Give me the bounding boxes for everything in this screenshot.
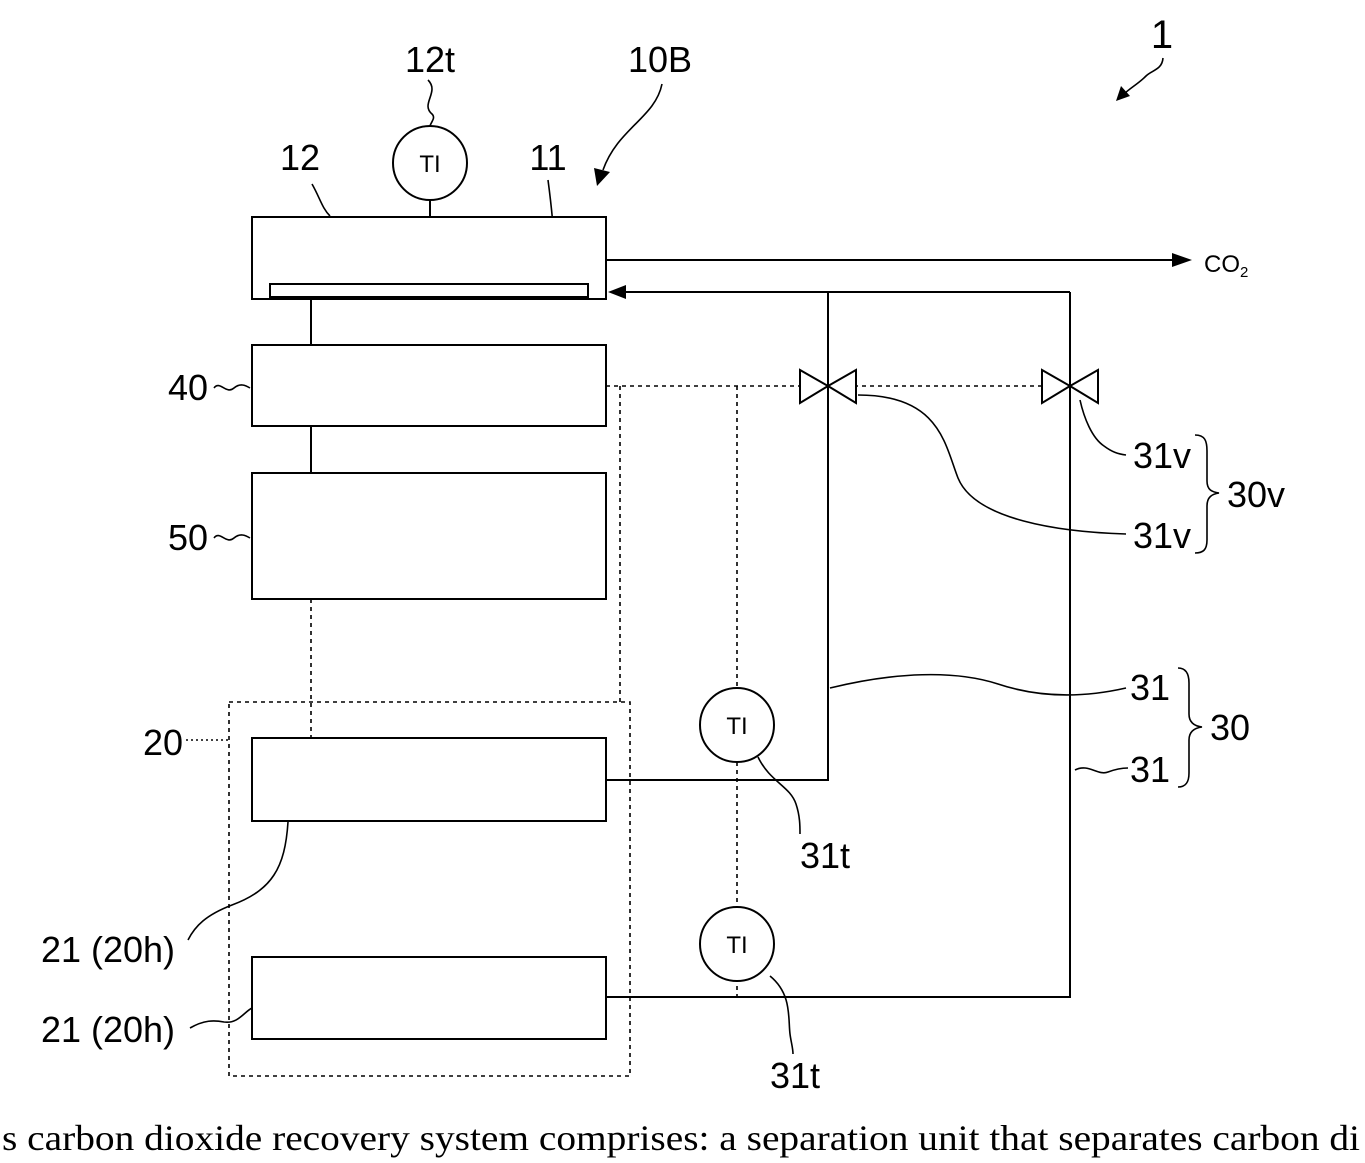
- heater-21-lower-label: 21 (20h): [41, 1009, 175, 1050]
- co2-gas: CO: [1204, 251, 1240, 278]
- unit-40-label: 40: [168, 367, 208, 408]
- sensor-31t-upper-leader: [758, 757, 800, 834]
- unit-40-box: [252, 345, 606, 426]
- figure-arrowhead: [1116, 86, 1130, 101]
- pipe-31-upper-leader: [830, 675, 1126, 695]
- figure-label: 1: [1151, 13, 1173, 57]
- unit-50-leader: [214, 535, 250, 540]
- sensor-31t-lower-label: 31t: [770, 1055, 820, 1096]
- sensor-31t-lower-leader: [770, 976, 793, 1054]
- heater-21-upper-leader: [188, 822, 288, 940]
- sensor-31t-upper-label: 31t: [800, 835, 850, 876]
- sensor-12t-symbol: TI: [419, 151, 440, 178]
- co2-label: CO2: [1204, 251, 1248, 281]
- unit-10b-label: 10B: [628, 39, 692, 80]
- pipe-group-brace: [1178, 668, 1202, 787]
- sensor-31t-upper-symbol: TI: [726, 713, 747, 740]
- valve-group-label: 30v: [1227, 474, 1285, 515]
- figure-leader: [1124, 58, 1163, 94]
- sensor-12t-leader: [428, 80, 434, 126]
- unit-10b-leader: [603, 84, 662, 170]
- caption-text: s carbon dioxide recovery system compris…: [2, 1118, 1360, 1158]
- pipe-31-lower-label: 31: [1130, 749, 1170, 790]
- chamber-12-label: 12: [280, 137, 320, 178]
- sensor-31t-lower-symbol: TI: [726, 932, 747, 959]
- valve-31v-left-b: [828, 370, 856, 403]
- valve-31v-lower-label: 31v: [1133, 515, 1191, 556]
- chamber-12-leader: [312, 184, 330, 216]
- unit-50-box: [252, 473, 606, 599]
- unit-10b-arrowhead: [594, 168, 610, 186]
- valve-31v-right-a: [1042, 370, 1070, 403]
- co2-outlet-arrowhead: [1172, 253, 1192, 267]
- valve-31v-upper-label: 31v: [1133, 435, 1191, 476]
- heater-21-lower-leader: [190, 1008, 252, 1028]
- heater-21-upper-box: [252, 738, 606, 821]
- valve-31v-left-a: [800, 370, 828, 403]
- heater-21-lower-box: [252, 957, 606, 1039]
- valve-group-brace: [1195, 435, 1219, 553]
- co2-subscript: 2: [1240, 264, 1248, 281]
- valve-31v-upper-leader: [1080, 400, 1126, 455]
- pipe-group-label: 30: [1210, 707, 1250, 748]
- valve-31v-right-b: [1070, 370, 1098, 403]
- return-arrowhead: [608, 285, 626, 299]
- pipe-31-upper-label: 31: [1130, 667, 1170, 708]
- pipe-31-lower-leader: [1075, 768, 1128, 773]
- valve-31v-lower-leader: [858, 395, 1126, 534]
- pipe-31-lower: [606, 292, 1070, 997]
- sensor-12t-label: 12t: [405, 39, 455, 80]
- unit-40-leader: [214, 385, 250, 390]
- heater-21-upper-label: 21 (20h): [41, 929, 175, 970]
- unit-50-label: 50: [168, 517, 208, 558]
- element-11-plate: [270, 284, 588, 297]
- element-11-label: 11: [529, 137, 566, 178]
- group-20-label: 20: [143, 722, 183, 763]
